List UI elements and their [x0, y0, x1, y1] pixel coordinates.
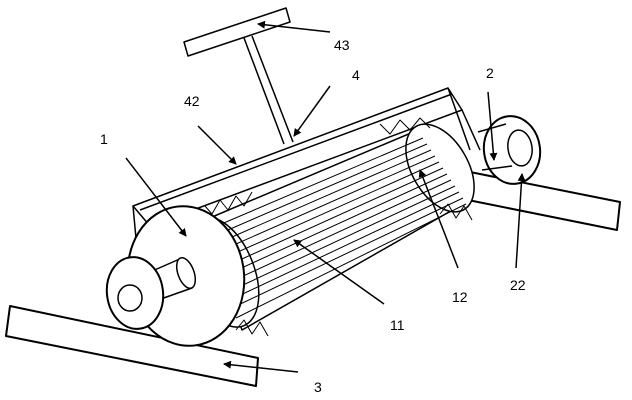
base-bar-right [467, 171, 621, 231]
label-12: 12 [452, 289, 468, 305]
label-22: 22 [510, 277, 526, 293]
right-wheel [477, 115, 542, 185]
roller-ribs [204, 117, 473, 337]
leader-42 [197, 125, 237, 165]
leader-1 [125, 157, 187, 237]
label-43: 43 [334, 37, 350, 53]
label-4: 4 [352, 67, 360, 83]
leader-43 [257, 20, 331, 33]
leader-3 [223, 360, 299, 373]
leader-11 [293, 239, 385, 305]
left-wheel [105, 205, 246, 347]
label-11: 11 [390, 317, 405, 333]
leader-22 [515, 173, 526, 269]
label-42: 42 [184, 93, 200, 109]
label-2: 2 [486, 65, 494, 81]
leader-4 [293, 85, 331, 137]
leader-12 [418, 169, 459, 269]
handle [183, 7, 294, 145]
label-3: 3 [314, 379, 322, 395]
label-1: 1 [100, 131, 108, 147]
frame [132, 87, 481, 263]
leader-2 [487, 91, 498, 161]
